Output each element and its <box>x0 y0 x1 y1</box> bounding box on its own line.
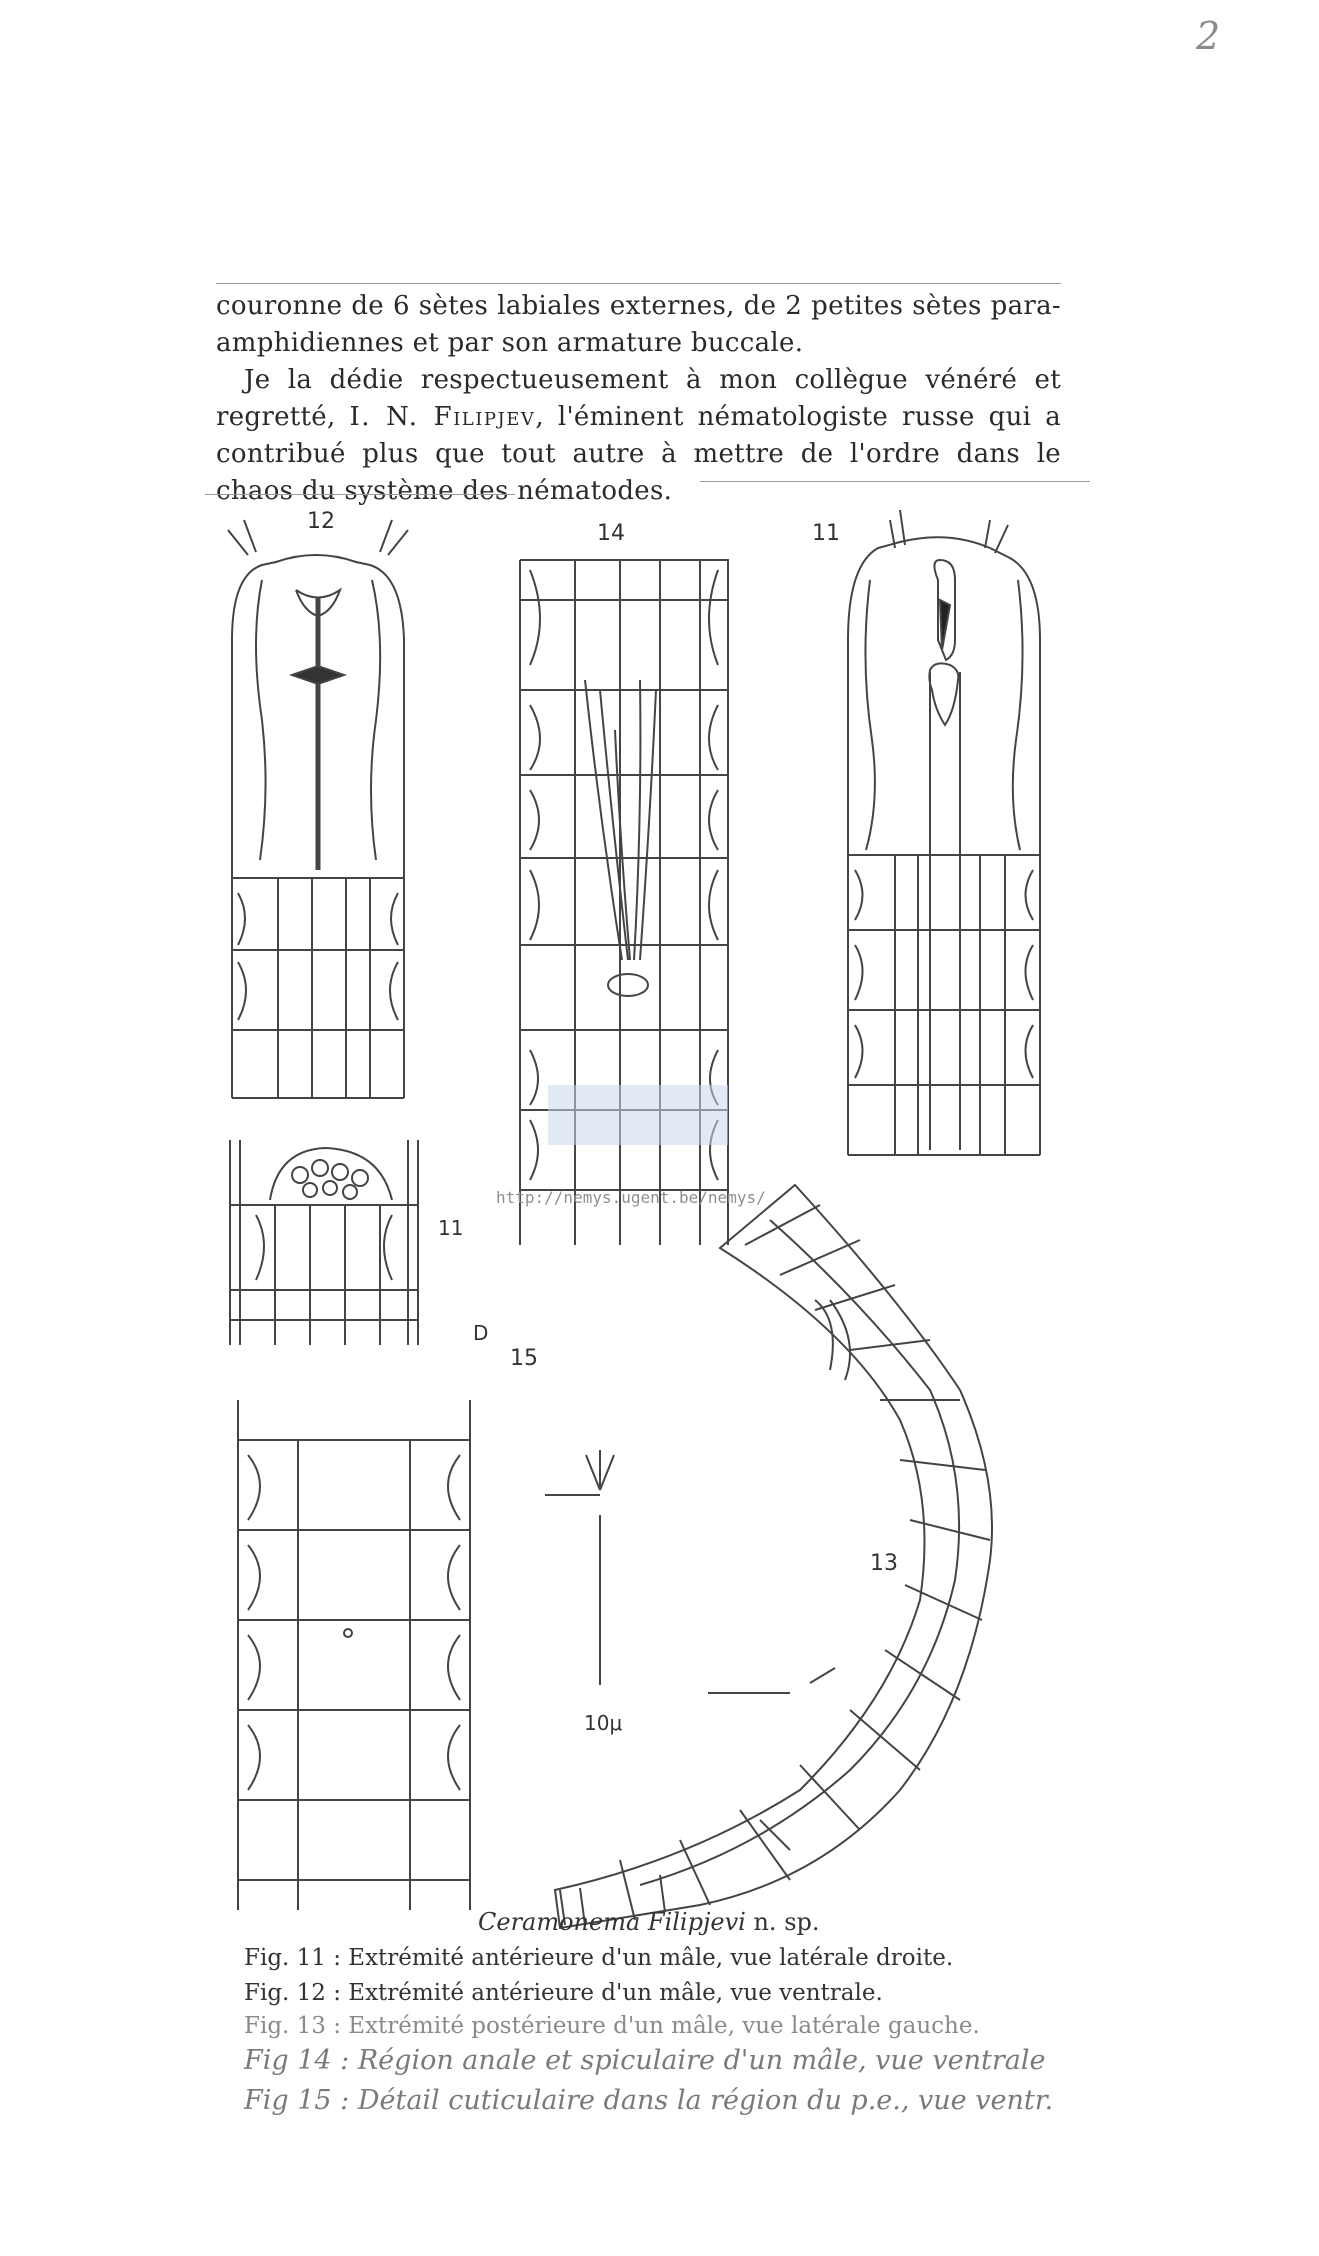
body-text: couronne de 6 sètes labiales externes, d… <box>216 288 1061 510</box>
figure-11-drawing <box>847 509 1041 1156</box>
species-suffix: n. sp. <box>745 1908 820 1936</box>
paragraph-2: Je la dédie respectueusement à mon collè… <box>216 362 1061 510</box>
section-rule-left <box>205 494 515 495</box>
handwritten-caption-fig-15: Fig 15 : Détail cuticulaire dans la régi… <box>244 2085 1054 2116</box>
caption-fig-11: Fig. 11 : Extrémité antérieure d'un mâle… <box>244 1945 954 1971</box>
page-corner-mark: 2 <box>1196 14 1221 58</box>
figure-15-drawing <box>237 1400 471 1910</box>
caption-fig-13: Fig. 13 : Extrémité postérieure d'un mâl… <box>244 2013 980 2039</box>
figure-11-small-drawing <box>229 1140 419 1345</box>
figure-14-tint <box>548 1085 728 1145</box>
paragraph-2-rest: , l'éminent nématologiste russe qui a co… <box>216 402 1061 506</box>
figure-13-drawing <box>553 1183 993 1930</box>
figure-11-label: 11 <box>812 521 840 546</box>
figure-12-drawing <box>227 519 409 1099</box>
scale-bar <box>545 1450 836 1694</box>
dedicatee-name: I. N. Filipjev <box>349 402 536 432</box>
figure-12-label: 12 <box>307 509 335 534</box>
species-name: Ceramonema Filipjevi <box>478 1908 746 1936</box>
paragraph-1: couronne de 6 sètes labiales externes, d… <box>216 291 1061 358</box>
figure-13-label: 13 <box>870 1551 898 1576</box>
paragraph-2-start: Je la dédie respectueusement à mon collè… <box>216 365 1061 432</box>
figure-11-small-label: 11 <box>438 1216 463 1240</box>
caption-species: Ceramonema Filipjevi n. sp. <box>478 1908 898 1936</box>
top-rule <box>216 283 1061 284</box>
scale-bar-label: 10μ <box>584 1711 622 1735</box>
handwritten-caption-fig-14: Fig 14 : Région anale et spiculaire d'un… <box>244 2045 1046 2076</box>
repository-watermark: http://nemys.ugent.be/nemys/ <box>496 1188 766 1207</box>
figure-15-label: 15 <box>510 1346 538 1371</box>
figure-14-label: 14 <box>597 521 625 546</box>
figure-D-label: D <box>473 1321 488 1345</box>
caption-fig-12: Fig. 12 : Extrémité antérieure d'un mâle… <box>244 1980 883 2006</box>
section-rule-right <box>700 481 1090 482</box>
